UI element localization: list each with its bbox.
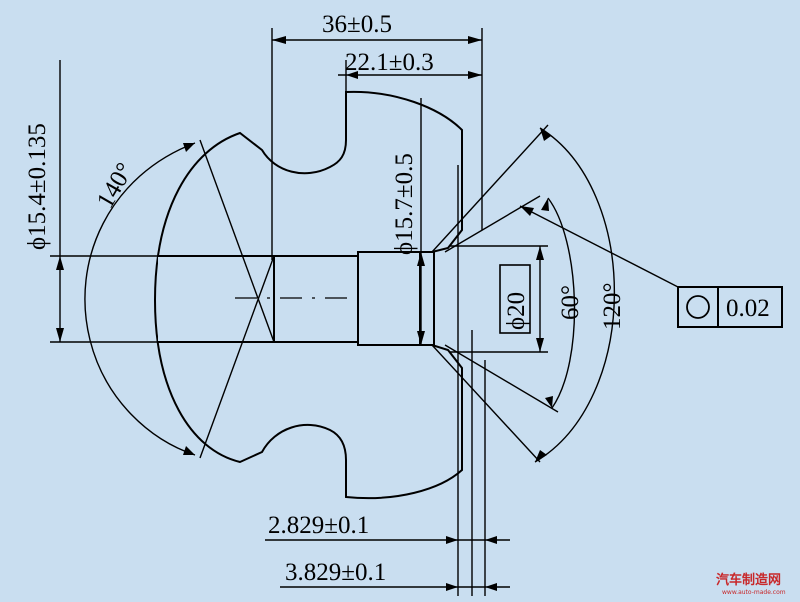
flat-diameter-label: ϕ20 [503, 292, 530, 330]
part-outline [153, 90, 463, 500]
angle-120-arc [534, 127, 616, 463]
angle-120-label: 120° [599, 283, 626, 331]
offset-large-label: 3.829±0.1 [285, 559, 386, 586]
watermark-name: 汽车制造网 [716, 572, 781, 588]
angle-60-arc [547, 197, 576, 409]
angle-140-arc [84, 142, 196, 456]
part-section [153, 90, 463, 500]
angle-140-label: 140° [92, 158, 139, 213]
left-bore [158, 256, 274, 342]
offset-small-label: 2.829±0.1 [268, 512, 369, 539]
watermark-url: www.auto-made.com [722, 589, 786, 596]
tolerance-value: 0.02 [726, 295, 770, 322]
flat-diameter-box [499, 264, 531, 334]
circularity-icon [686, 295, 710, 319]
step-length-label: 22.1±0.3 [345, 49, 434, 76]
watermark: 汽车制造网 www.auto-made.com [716, 572, 786, 596]
angle-60-label: 60° [557, 285, 584, 320]
bore-diameter-label: ϕ15.7±0.5 [391, 153, 418, 255]
tolerance-frame: 0.02 [677, 286, 783, 328]
sphere-diameter-label: ϕ15.4±0.135 [24, 123, 51, 250]
overall-length-label: 36±0.5 [322, 11, 392, 38]
